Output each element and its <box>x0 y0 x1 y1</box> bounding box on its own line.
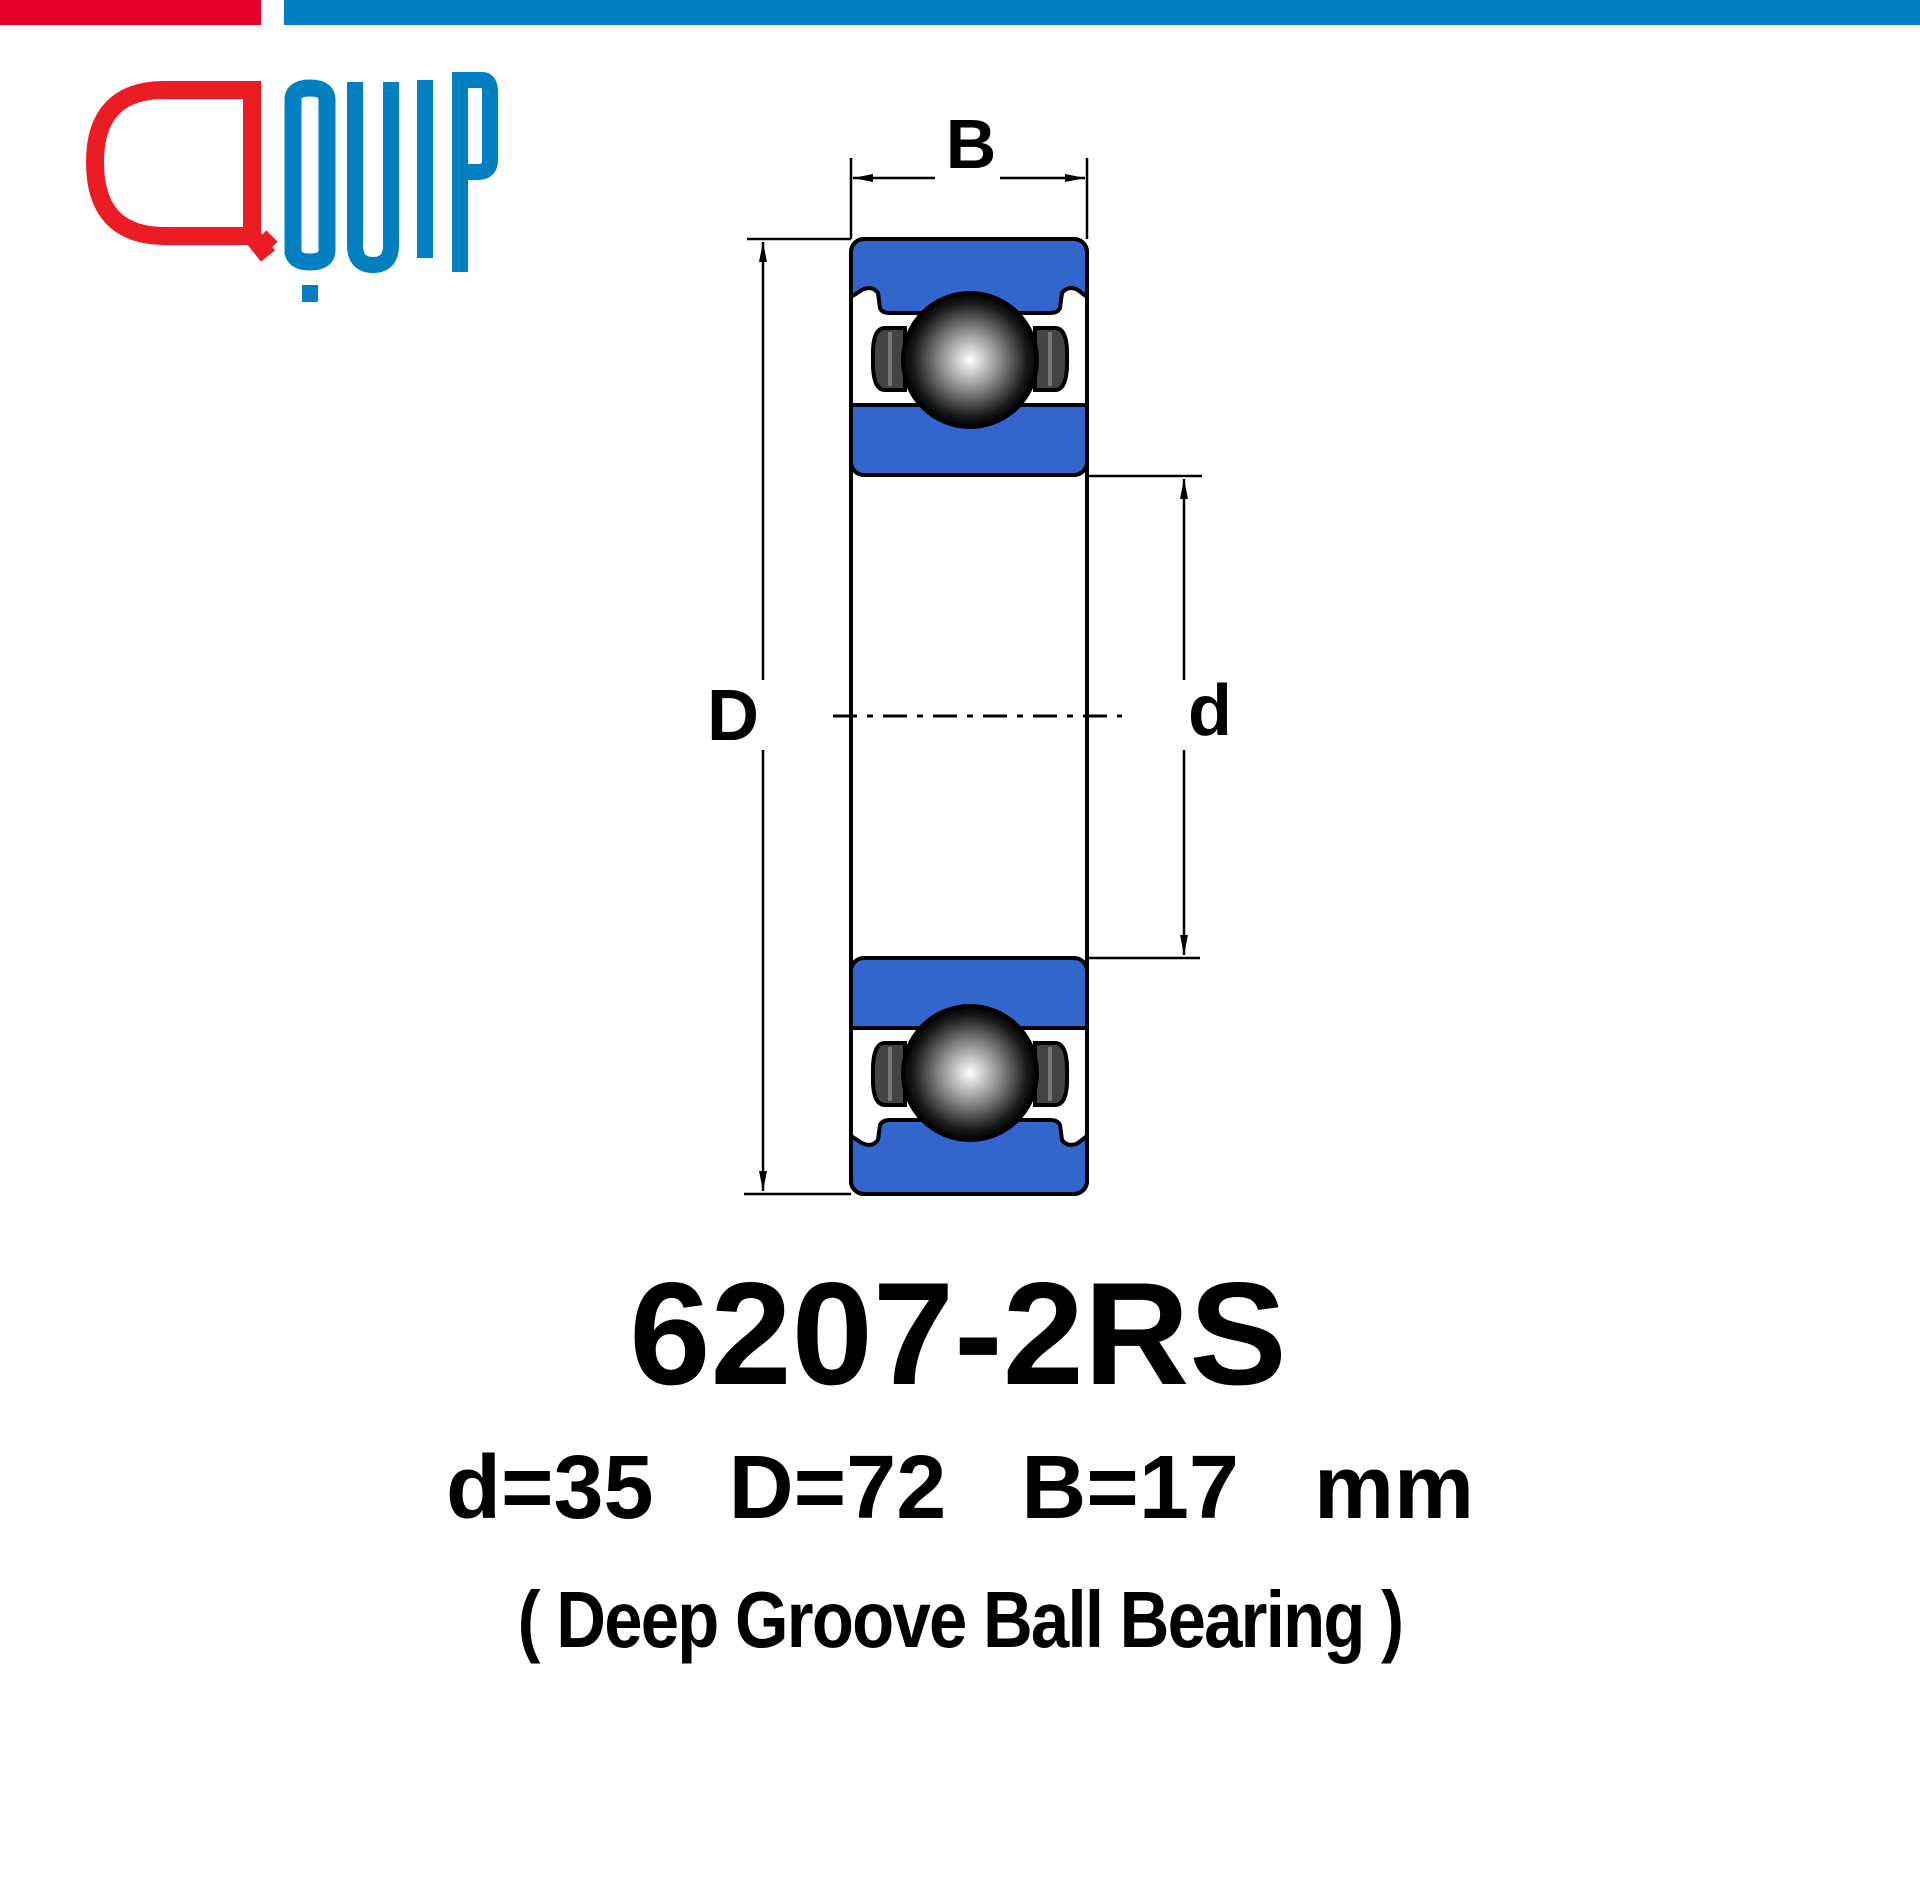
quip-logo <box>85 72 498 302</box>
model-number: 6207-2RS <box>629 1252 1286 1415</box>
bearing-bottom-section <box>849 956 1089 1196</box>
bearing-top-section <box>849 237 1089 477</box>
label-B: B <box>946 105 997 183</box>
label-D: D <box>707 676 759 756</box>
dimension-B <box>849 158 1089 239</box>
top-bar-blue <box>284 0 1920 25</box>
dimensions-text: d=35 D=72 B=17 mm <box>446 1438 1474 1538</box>
top-bar-red <box>0 0 261 25</box>
dimension-d <box>1087 474 1202 960</box>
dimension-D <box>744 237 851 1196</box>
label-d: d <box>1188 671 1232 751</box>
bearing-type: ( Deep Groove Ball Bearing ) <box>518 1574 1403 1664</box>
